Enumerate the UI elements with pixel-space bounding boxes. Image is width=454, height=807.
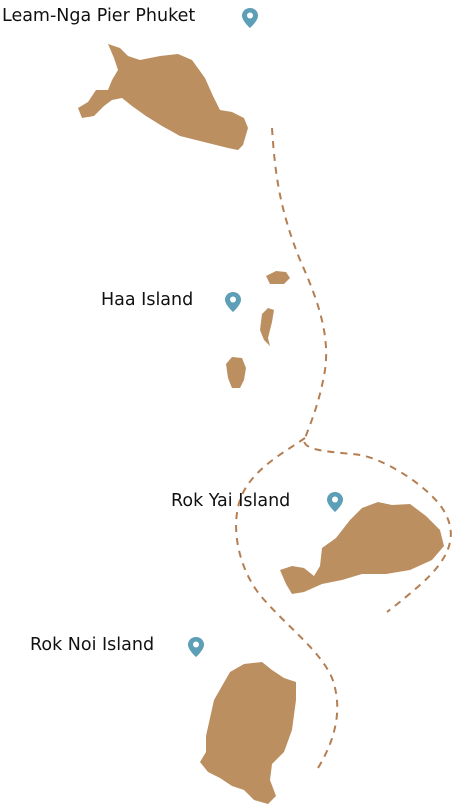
haa-islet-3	[226, 357, 246, 388]
haa-islet-2	[260, 308, 274, 346]
rok-noi-landmass	[200, 662, 296, 804]
location-label-haa: Haa Island	[101, 290, 194, 310]
haa-islet-1	[266, 271, 290, 284]
map-pin-icon	[225, 292, 241, 312]
map-pin-icon	[327, 492, 343, 512]
map-pin-icon	[188, 637, 204, 657]
location-label-phuket: Leam-Nga Pier Phuket	[2, 6, 196, 26]
location-label-rok-yai: Rok Yai Island	[171, 491, 291, 511]
boat-route	[271, 127, 452, 613]
location-label-rok-noi: Rok Noi Island	[30, 635, 155, 655]
map-pin-icon	[242, 8, 258, 28]
phuket-landmass	[78, 44, 248, 150]
boat-route-return	[235, 437, 339, 769]
rok-yai-landmass	[280, 502, 444, 594]
